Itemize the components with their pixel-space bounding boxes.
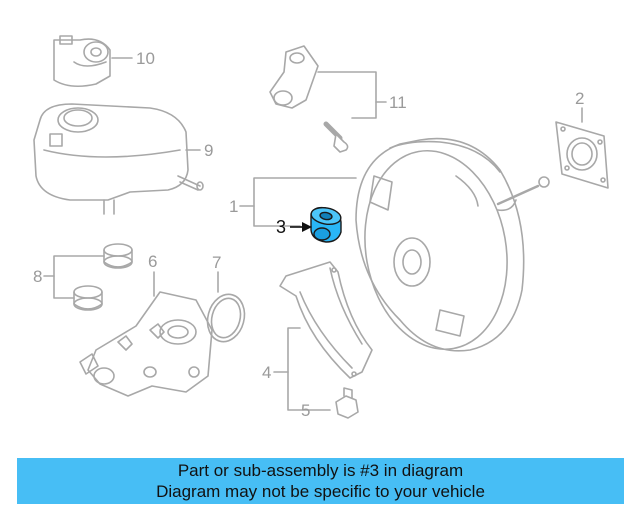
parts-diagram [33,35,609,419]
part-3-grommet-highlighted[interactable] [310,206,342,243]
part-11-bolt[interactable] [323,121,349,153]
part-11-sensor[interactable] [269,45,319,109]
part-1-brake-booster[interactable] [350,137,550,361]
part-8-grommet-lower[interactable] [73,285,103,311]
part-7-o-ring[interactable] [202,290,249,346]
callout-7: 7 [212,253,222,272]
banner-line-part-number: Part or sub-assembly is #3 in diagram [177,461,464,480]
leader-4-5 [287,327,331,411]
leader-3-arrow [290,222,312,232]
part-9-brake-fluid-reservoir[interactable] [33,103,204,215]
banner-line-disclaimer: Diagram may not be specific to your vehi… [156,482,485,501]
leader-11 [317,71,377,119]
leader-1 [253,177,357,227]
part-6-master-cylinder[interactable] [79,291,213,397]
leader-8 [53,255,105,299]
callout-4: 4 [262,363,272,382]
part-5-clip[interactable] [335,387,359,419]
part-4-heat-shield[interactable] [279,261,373,379]
part-10-reservoir-cap[interactable] [53,35,111,88]
info-banner: Part or sub-assembly is #3 in diagram Di… [17,458,624,504]
callout-5: 5 [301,401,311,420]
part-2-gasket[interactable] [555,121,609,189]
callout-8: 8 [33,267,43,286]
callout-9: 9 [204,141,214,160]
callout-2: 2 [575,89,585,108]
part-8-grommet-upper[interactable] [103,243,133,269]
callout-6: 6 [148,252,158,271]
callout-11: 11 [389,93,407,112]
callout-10: 10 [136,49,155,68]
callout-1: 1 [229,197,239,216]
callout-3: 3 [276,217,287,237]
